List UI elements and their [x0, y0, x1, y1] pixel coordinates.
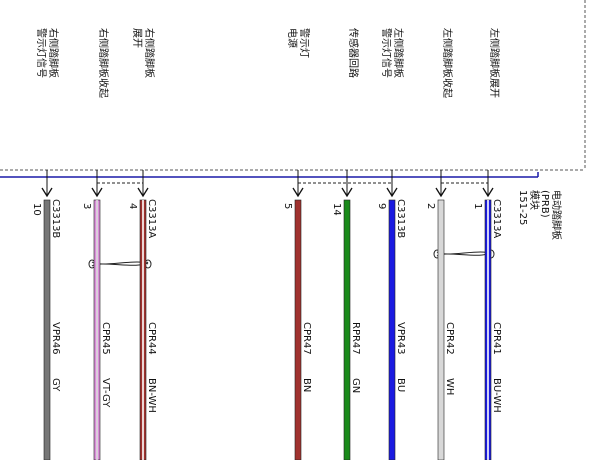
pin-number: 14 — [331, 203, 342, 216]
pin-arrow-icon — [41, 187, 53, 198]
pin-function-label-line: 右侧踏脚板收起 — [97, 28, 110, 98]
wire-color-code: GN — [350, 378, 361, 393]
pin-arrow-icon — [482, 187, 494, 198]
pin-function-label: 右侧踏脚板展开 — [131, 28, 156, 78]
wire — [388, 199, 396, 460]
module-name-line-2: (PRB) — [539, 190, 550, 218]
circuit-id: CPR47 — [301, 322, 312, 355]
pin-number: 4 — [127, 203, 138, 209]
wire-color-code: BU-WH — [491, 378, 502, 413]
pin-function-label-line: 警示灯信号 — [35, 28, 48, 78]
pin-number: 1 — [472, 203, 483, 209]
connector-id: C3313A — [491, 199, 502, 238]
connector-id: C3313B — [395, 199, 406, 238]
circuit-id: CPR45 — [100, 322, 111, 355]
pin-function-label: 左侧踏脚板收起 — [441, 28, 454, 98]
connector-id: C3313B — [50, 199, 61, 238]
wire-color-code: BU — [395, 378, 406, 392]
pin-function-label-line: 右侧踏脚板 — [47, 28, 60, 78]
pin-function-label-line: 警示灯 — [298, 28, 311, 58]
module-name: 电动踏脚板 (PRB) 模块 151-25 — [517, 190, 563, 243]
module-name-line-4: 151-25 — [517, 190, 528, 225]
wire — [43, 199, 51, 460]
wire-color-code: WH — [444, 378, 455, 395]
pin-function-label-line: 电源 — [286, 28, 299, 48]
pin-arrow-icon — [435, 187, 447, 198]
pin-function-label-line: 展开 — [131, 28, 143, 48]
pin-number: 3 — [81, 203, 92, 209]
circuit-id: RPR47 — [350, 322, 361, 355]
connector-id: C3313A — [146, 199, 157, 238]
pin-number: 2 — [425, 203, 436, 209]
pin-arrow-icon — [292, 187, 304, 198]
wire — [343, 199, 351, 460]
pin-number: 9 — [376, 203, 387, 209]
module-name-line-1: 电动踏脚板 — [550, 190, 563, 240]
pin-function-label: 传感器回路 — [347, 28, 360, 78]
circuit-id: VPR46 — [50, 322, 61, 355]
wire-color-code: BN — [301, 378, 312, 392]
pin-function-label-line: 警示灯信号 — [380, 28, 393, 78]
pin-number: 10 — [31, 203, 42, 216]
pin-arrow-icon — [91, 187, 103, 198]
module-name-line-3: 模块 — [528, 190, 540, 210]
pin-arrow-icon — [386, 187, 398, 198]
pin-function-label: 右侧踏脚板警示灯信号 — [35, 28, 60, 78]
pin-function-label-line: 左侧踏脚板 — [392, 28, 405, 78]
pin-function-label-line: 右侧踏脚板 — [143, 28, 156, 78]
pin-arrow-icon — [341, 187, 353, 198]
circuit-id: CPR44 — [146, 322, 157, 355]
pin-function-label-line: 左侧踏脚板展开 — [488, 28, 501, 98]
wire — [294, 199, 302, 460]
wire-color-code: VT-GY — [100, 378, 111, 408]
pin-function-label: 左侧踏脚板展开 — [488, 28, 501, 98]
pin-function-label-line: 传感器回路 — [347, 28, 360, 78]
wire-color-code: BN-WH — [146, 378, 157, 413]
circuit-id: CPR41 — [491, 322, 502, 355]
pin-arrow-icon — [137, 187, 149, 198]
circuit-id: CPR42 — [444, 322, 455, 355]
pin-function-label: 警示灯电源 — [286, 28, 311, 58]
circuit-id: VPR43 — [395, 322, 406, 355]
pin-number: 5 — [282, 203, 293, 209]
pin-function-label: 右侧踏脚板收起 — [97, 28, 110, 98]
pin-function-label-line: 左侧踏脚板收起 — [441, 28, 454, 98]
wire-color-code: GY — [50, 378, 61, 392]
wire — [437, 199, 445, 460]
pin-function-label: 左侧踏脚板警示灯信号 — [380, 28, 405, 78]
